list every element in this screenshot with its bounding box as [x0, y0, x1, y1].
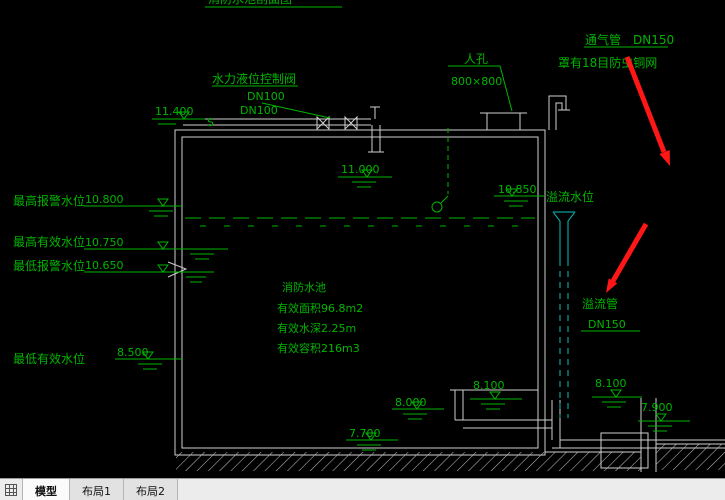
level-elev-4: 8.500	[117, 346, 149, 359]
drawing-canvas[interactable]: 消防水池剖面图 水力液位控制阀 DN100 DN100 S 11.400 11.…	[0, 0, 725, 478]
level-label-4: 最低有效水位	[13, 351, 85, 366]
overflow-pipe	[552, 211, 576, 418]
label-manhole-size: 800×800	[451, 75, 502, 88]
pool-area: 有效面积96.8m2	[277, 301, 363, 315]
supply-pipe	[183, 106, 384, 153]
water-level-lines	[84, 6, 690, 451]
level-label-3: 最低报警水位	[13, 258, 85, 273]
pool-volume: 有效容积216m3	[277, 341, 360, 355]
label-manhole: 人孔	[464, 52, 488, 66]
label-pipe-dn: DN100	[240, 104, 278, 117]
label-hydraulic-valve: 水力液位控制阀	[212, 71, 296, 86]
label-vent-pipe: 通气管	[585, 32, 621, 47]
layout-menu-icon[interactable]	[0, 479, 23, 500]
level-elev-2: 10.750	[85, 236, 124, 249]
label-s-mark: S	[207, 116, 214, 129]
elev-8100-inner: 8.100	[473, 379, 505, 392]
elev-8100-outer: 8.100	[595, 377, 627, 390]
layout-tab-bar: 模型 布局1 布局2	[0, 478, 725, 500]
drain-pipe	[454, 390, 725, 449]
label-mesh-cover: 罩有18目防虫铜网	[558, 55, 657, 70]
elev-11400: 11.400	[155, 105, 194, 118]
pool-name: 消防水池	[282, 280, 326, 294]
elev-7900: 7.900	[641, 401, 673, 414]
level-label-1: 最高报警水位	[13, 193, 85, 208]
hatch-ground	[176, 443, 725, 471]
label-overflow-pipe: 溢流管	[582, 296, 618, 311]
elev-8000: 8.000	[395, 396, 427, 409]
label-overflow-level: 溢流水位	[546, 189, 594, 204]
label-valve-dn: DN100	[247, 90, 285, 103]
pool-depth: 有效水深2.25m	[277, 321, 356, 335]
tab-layout2[interactable]: 布局2	[124, 479, 178, 500]
red-annotation-arrow-2	[606, 222, 649, 293]
level-label-2: 最高有效水位	[13, 234, 85, 249]
level-elev-3: 10.650	[85, 259, 124, 272]
label-overflow-dn: DN150	[588, 318, 626, 331]
level-elev-1: 10.800	[85, 193, 124, 206]
tab-model[interactable]: 模型	[23, 479, 70, 500]
label-vent-dn: DN150	[633, 33, 674, 47]
elev-7700: 7.700	[349, 427, 381, 440]
tank-structure	[167, 95, 657, 472]
red-annotation-arrow-1	[624, 56, 670, 166]
tab-layout1[interactable]: 布局1	[70, 479, 124, 500]
elev-10850: 10.850	[498, 183, 537, 196]
elev-11000: 11.000	[341, 163, 380, 176]
drawing-title-partial: 消防水池剖面图	[208, 0, 292, 6]
